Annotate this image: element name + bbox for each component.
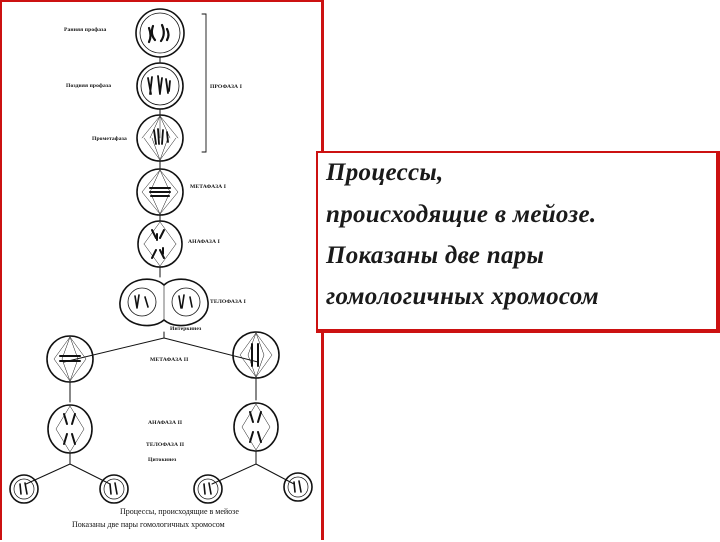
- cell-metaphase-2-left: [46, 335, 94, 383]
- text-line-4: гомологичных хромосом: [326, 283, 599, 310]
- cell-metaphase-2-right: [232, 331, 280, 379]
- cell-metaphase-1: [136, 168, 184, 216]
- label-prophase-1: ПРОФАЗА I: [210, 84, 242, 90]
- label-anaphase-1: АНАФАЗА I: [188, 239, 220, 245]
- prophase-bracket: [201, 13, 207, 153]
- cell-anaphase-2-left: [47, 404, 93, 454]
- label-cytokinesis: Цитокинез: [148, 457, 177, 463]
- text-line-1: Процессы,: [326, 159, 444, 186]
- cell-anaphase-1: [137, 220, 183, 268]
- branch-right: [211, 450, 295, 485]
- figure-caption-line-1: Процессы, происходящие в мейозе: [120, 507, 239, 516]
- branch-left: [25, 452, 111, 485]
- figure-caption-line-2: Показаны две пары гомологичных хромосом: [72, 520, 225, 529]
- cell-early-prophase: [135, 8, 185, 58]
- daughter-cell-2: [99, 474, 129, 504]
- text-line-2: происходящие в мейозе.: [326, 201, 597, 228]
- cell-late-prophase: [136, 62, 184, 110]
- cell-anaphase-2-right: [233, 402, 279, 452]
- label-late-prophase: Поздняя профаза: [66, 83, 112, 89]
- label-telophase-1: ТЕЛОФАЗА I: [210, 299, 246, 305]
- daughter-cell-4: [283, 472, 313, 502]
- meiosis-diagram: [9, 8, 313, 504]
- figure-frame: Ранняя профаза Поздняя профаза ПРОФАЗА I…: [0, 0, 324, 540]
- text-line-3: Показаны две пары: [326, 242, 545, 269]
- label-anaphase-2: АНАФАЗА II: [148, 420, 183, 426]
- label-prometaphase: Прометафаза: [92, 136, 127, 142]
- label-early-prophase: Ранняя профаза: [64, 27, 107, 33]
- daughter-cell-3: [193, 474, 223, 504]
- label-metaphase-1: МЕТАФАЗА I: [190, 184, 227, 190]
- cell-prometaphase: [136, 114, 184, 162]
- label-metaphase-2: МЕТАФАЗА II: [150, 357, 189, 363]
- label-interkinesis: Интеркинез: [170, 326, 202, 332]
- cell-telophase-1: [119, 278, 209, 327]
- daughter-cell-1: [9, 474, 39, 504]
- label-telophase-2: ТЕЛОФАЗА II: [146, 442, 185, 448]
- text-panel: Процессы, происходящие в мейозе. Показан…: [316, 151, 720, 333]
